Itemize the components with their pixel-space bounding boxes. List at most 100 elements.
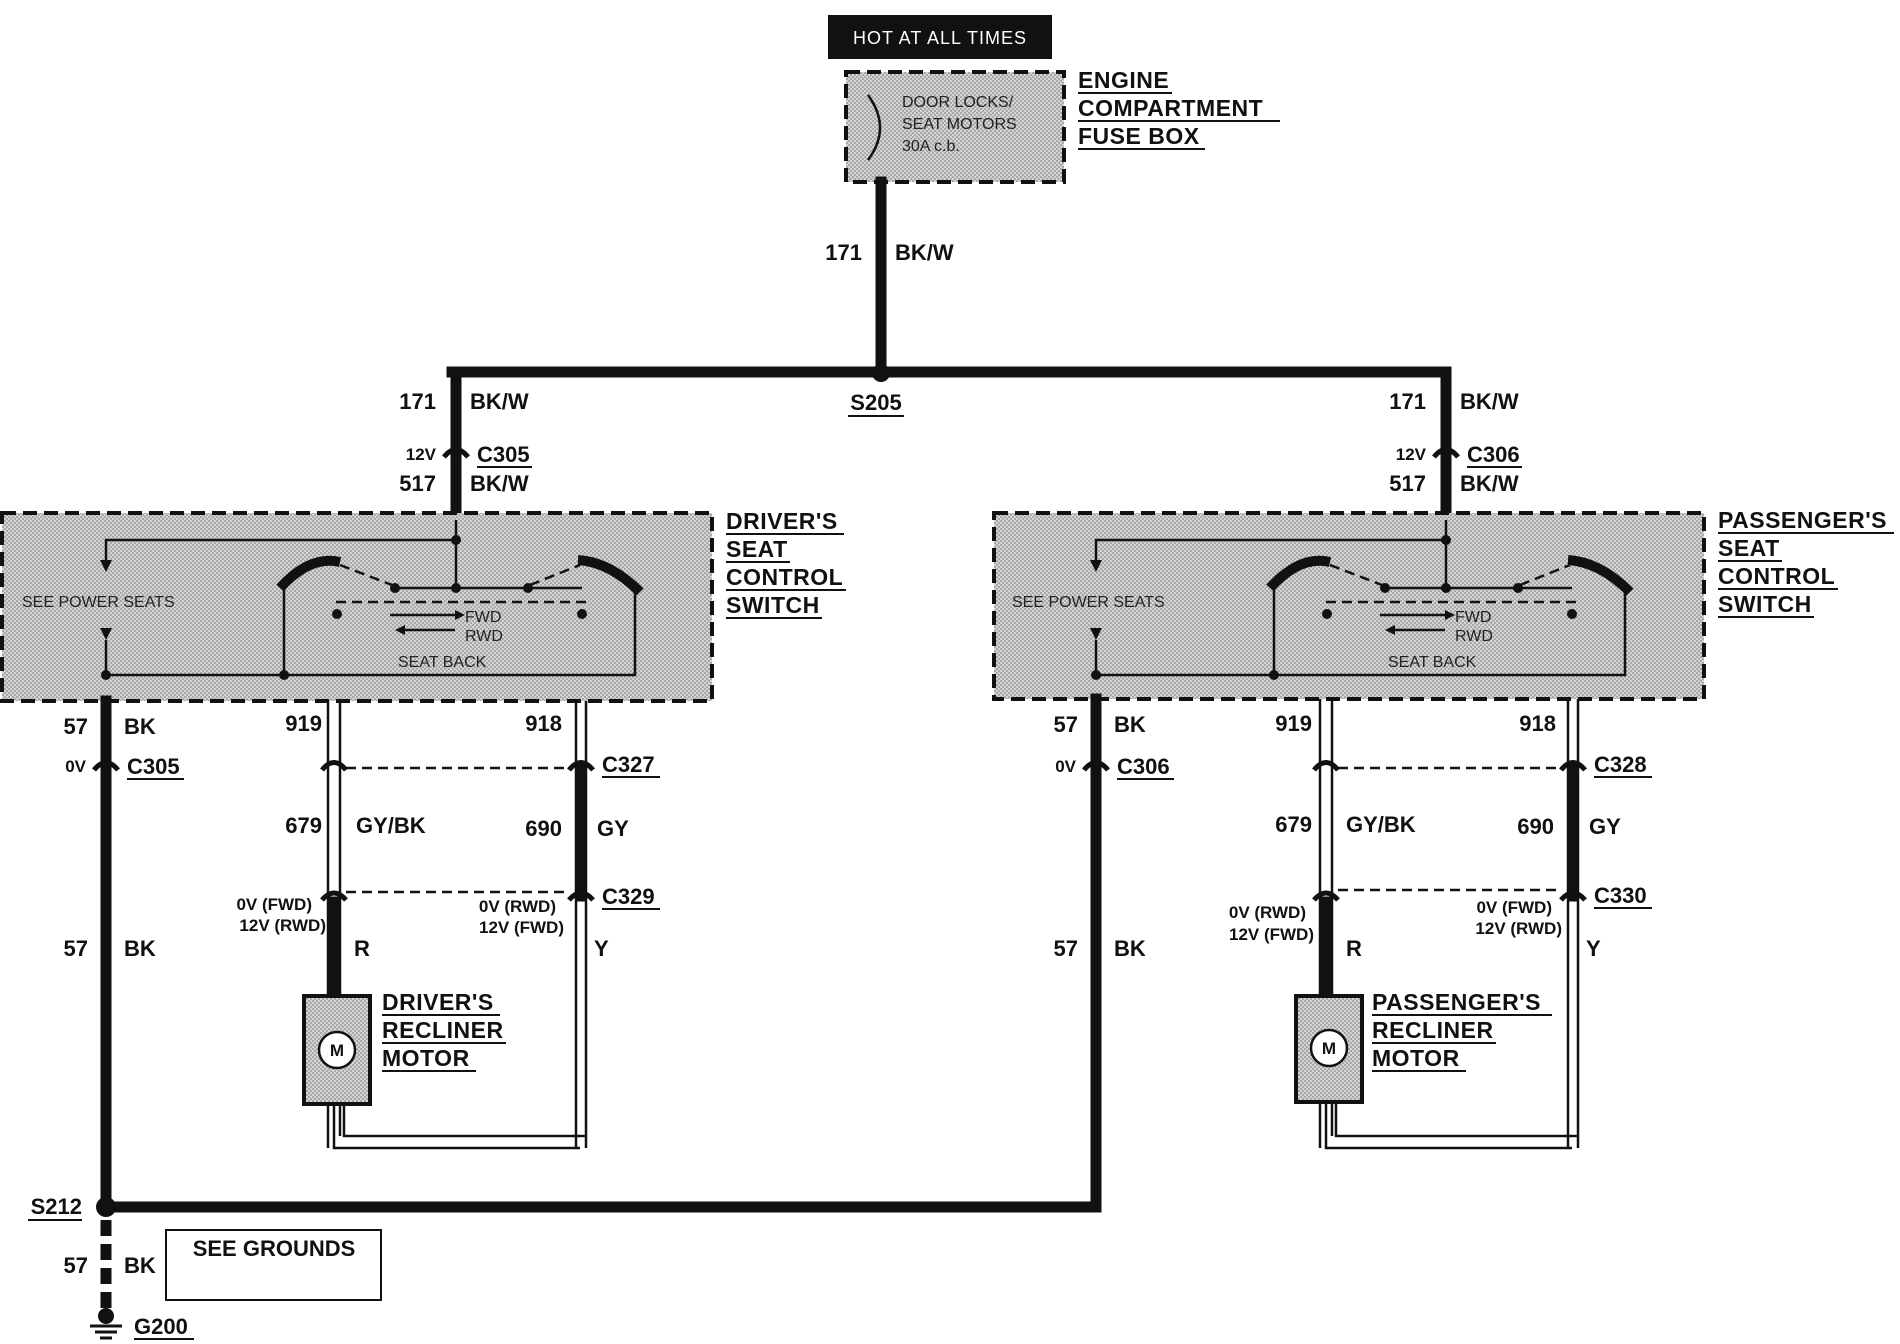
driver-wire-57-color-2: BK bbox=[124, 936, 156, 961]
driver-motor-title-3: MOTOR bbox=[382, 1045, 470, 1071]
driver-motor-return-1 bbox=[332, 1104, 580, 1150]
passenger-motor-icon bbox=[1309, 1028, 1349, 1068]
passenger-seat-back-label: SEAT BACK bbox=[1388, 654, 1477, 671]
driver-wire-919: 919 bbox=[285, 711, 322, 736]
passenger-switch-internals bbox=[1090, 520, 1634, 680]
hot-at-all-times-banner bbox=[828, 15, 1052, 59]
driver-switch-title-4: SWITCH bbox=[726, 592, 820, 618]
splice-s212-dot bbox=[96, 1197, 116, 1217]
passenger-wire-517-circuit: 517 bbox=[1389, 471, 1426, 496]
driver-fwd-label: FWD bbox=[465, 609, 501, 626]
fuse-box-title-1: ENGINE bbox=[1078, 67, 1169, 93]
passenger-motor-return-1 bbox=[1324, 1102, 1572, 1150]
driver-motor-title-2: RECLINER bbox=[382, 1017, 504, 1043]
driver-wire-517-circuit: 517 bbox=[399, 471, 436, 496]
passenger-c328-right-connector-icon bbox=[1559, 760, 1587, 772]
driver-c305-ground-voltage: 0V bbox=[65, 757, 86, 776]
passenger-wire-690: 690 bbox=[1517, 814, 1554, 839]
passenger-c306-voltage: 12V bbox=[1396, 445, 1427, 464]
driver-c327-left-connector-icon bbox=[320, 760, 348, 772]
passenger-wire-918-690 bbox=[1566, 699, 1580, 1148]
driver-wire-679-color: GY/BK bbox=[356, 813, 426, 838]
passenger-motor-title-3: MOTOR bbox=[1372, 1045, 1460, 1071]
driver-switch-title-3: CONTROL bbox=[726, 564, 843, 590]
fuse-line-2: SEAT MOTORS bbox=[902, 116, 1017, 133]
passenger-right-voltage-1: 0V (FWD) bbox=[1476, 898, 1552, 917]
driver-right-voltage-2: 12V (FWD) bbox=[479, 918, 564, 937]
driver-wire-918: 918 bbox=[525, 711, 562, 736]
driver-wire-690: 690 bbox=[525, 816, 562, 841]
driver-seat-control-switch-box bbox=[0, 511, 714, 703]
ground-symbol-icon bbox=[90, 1308, 122, 1340]
driver-left-voltage-2: 12V (RWD) bbox=[239, 916, 326, 935]
passenger-c330-left-connector-icon bbox=[1312, 890, 1340, 902]
passenger-right-voltage-2: 12V (RWD) bbox=[1475, 919, 1562, 938]
driver-wire-679: 679 bbox=[285, 813, 322, 838]
wire-171-color: BK/W bbox=[895, 240, 954, 265]
wire-171-circuit: 171 bbox=[825, 240, 862, 265]
passenger-c306-ground-label: C306 bbox=[1117, 754, 1170, 779]
driver-rwd-label: RWD bbox=[465, 628, 503, 645]
passenger-rwd-label: RWD bbox=[1455, 628, 1493, 645]
driver-c329-left-connector-icon bbox=[320, 890, 348, 902]
passenger-c306-connector-icon bbox=[1432, 447, 1460, 459]
passenger-seat-control-switch-box bbox=[992, 511, 1706, 701]
passenger-wire-690-color: GY bbox=[1589, 814, 1621, 839]
splice-s205-dot bbox=[872, 364, 890, 382]
passenger-wire-679: 679 bbox=[1275, 812, 1312, 837]
passenger-left-voltage-1: 0V (RWD) bbox=[1229, 903, 1306, 922]
passenger-wire-y-label: Y bbox=[1586, 936, 1601, 961]
fuse-box bbox=[844, 70, 1066, 184]
see-grounds-box bbox=[165, 1229, 382, 1301]
driver-switch-title-2: SEAT bbox=[726, 536, 788, 562]
hot-at-all-times-label: HOT AT ALL TIMES bbox=[853, 28, 1027, 48]
passenger-switch-title-3: CONTROL bbox=[1718, 563, 1835, 589]
passenger-motor-title-2: RECLINER bbox=[1372, 1017, 1494, 1043]
passenger-wire-918: 918 bbox=[1519, 711, 1556, 736]
passenger-c330-right-connector-icon bbox=[1559, 890, 1587, 902]
driver-wire-y-label: Y bbox=[594, 936, 609, 961]
passenger-wire-919: 919 bbox=[1275, 711, 1312, 736]
driver-motor-symbol: M bbox=[330, 1041, 344, 1060]
driver-wire-517-color: BK/W bbox=[470, 471, 529, 496]
passenger-wire-57-color-1: BK bbox=[1114, 712, 1146, 737]
driver-left-voltage-1: 0V (FWD) bbox=[236, 895, 312, 914]
passenger-see-power-seats: SEE POWER SEATS bbox=[1012, 594, 1165, 611]
passenger-c328-label: C328 bbox=[1594, 752, 1647, 777]
passenger-wire-r-label: R bbox=[1346, 936, 1362, 961]
driver-wire-171-circuit: 171 bbox=[399, 389, 436, 414]
passenger-left-voltage-2: 12V (FWD) bbox=[1229, 925, 1314, 944]
driver-c305-label: C305 bbox=[477, 442, 530, 467]
driver-c327-right-connector-icon bbox=[567, 760, 595, 772]
driver-c305-connector-icon bbox=[442, 447, 470, 459]
passenger-fwd-label: FWD bbox=[1455, 609, 1491, 626]
driver-wire-57-color-1: BK bbox=[124, 714, 156, 739]
driver-switch-internals bbox=[100, 520, 644, 680]
driver-wire-171-color: BK/W bbox=[470, 389, 529, 414]
passenger-wire-171-color: BK/W bbox=[1460, 389, 1519, 414]
passenger-switch-title-1: PASSENGER'S bbox=[1718, 507, 1887, 533]
passenger-wire-171-circuit: 171 bbox=[1389, 389, 1426, 414]
passenger-motor-symbol: M bbox=[1322, 1039, 1336, 1058]
splice-s212-label: S212 bbox=[31, 1194, 82, 1219]
driver-c305-ground-connector-icon bbox=[92, 760, 120, 772]
driver-switch-title-1: DRIVER'S bbox=[726, 508, 838, 534]
ground-wire-57-circuit: 57 bbox=[64, 1253, 88, 1278]
passenger-wire-57-circuit-1: 57 bbox=[1054, 712, 1078, 737]
driver-c327-label: C327 bbox=[602, 752, 655, 777]
fuse-line-3: 30A c.b. bbox=[902, 138, 960, 155]
ground-g200-label: G200 bbox=[134, 1314, 188, 1339]
driver-see-power-seats: SEE POWER SEATS bbox=[22, 594, 175, 611]
ground-wire-57-color: BK bbox=[124, 1253, 156, 1278]
passenger-switch-title-2: SEAT bbox=[1718, 535, 1780, 561]
driver-seat-back-label: SEAT BACK bbox=[398, 654, 487, 671]
passenger-motor-return-2 bbox=[1334, 1102, 1578, 1138]
driver-wire-r-label: R bbox=[354, 936, 370, 961]
driver-wire-57-circuit-1: 57 bbox=[64, 714, 88, 739]
driver-c329-label: C329 bbox=[602, 884, 655, 909]
driver-motor-icon bbox=[317, 1030, 357, 1070]
driver-c305-ground-label: C305 bbox=[127, 754, 180, 779]
driver-c305-voltage: 12V bbox=[406, 445, 437, 464]
passenger-c330-label: C330 bbox=[1594, 883, 1647, 908]
